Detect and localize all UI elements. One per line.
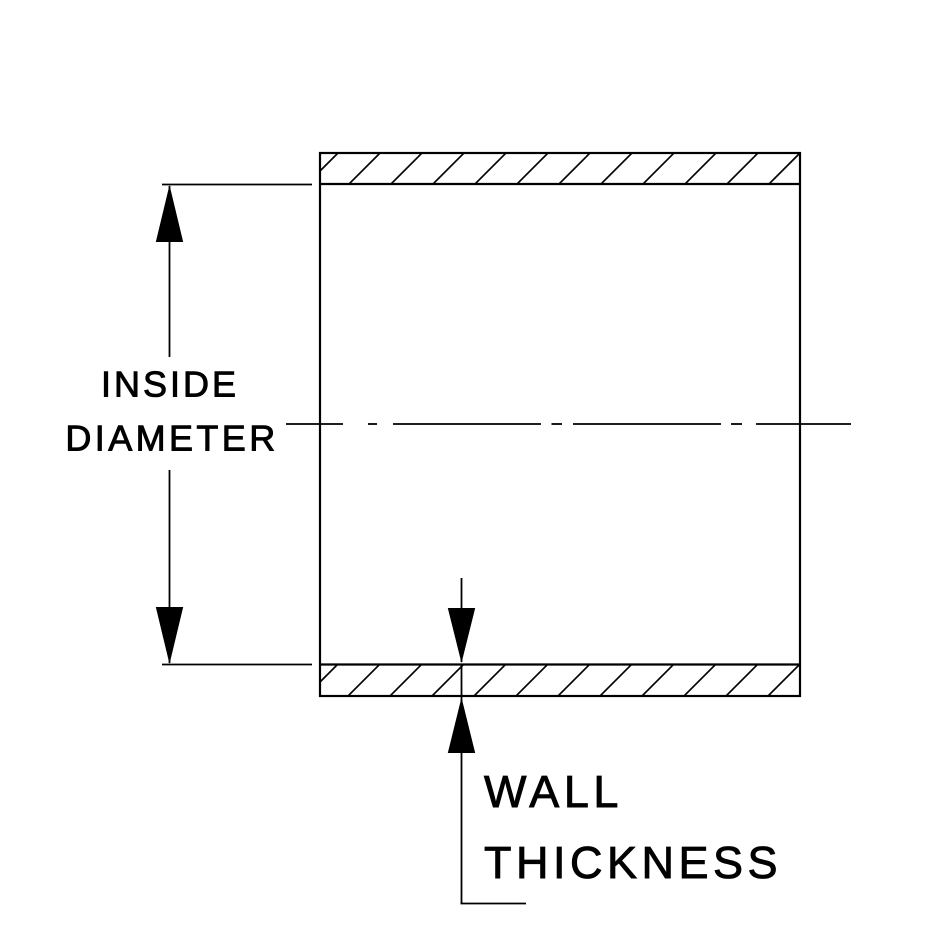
svg-text:WALL: WALL bbox=[484, 766, 623, 817]
svg-text:INSIDE: INSIDE bbox=[101, 364, 239, 405]
svg-text:DIAMETER: DIAMETER bbox=[65, 418, 278, 459]
svg-text:THICKNESS: THICKNESS bbox=[484, 837, 782, 888]
